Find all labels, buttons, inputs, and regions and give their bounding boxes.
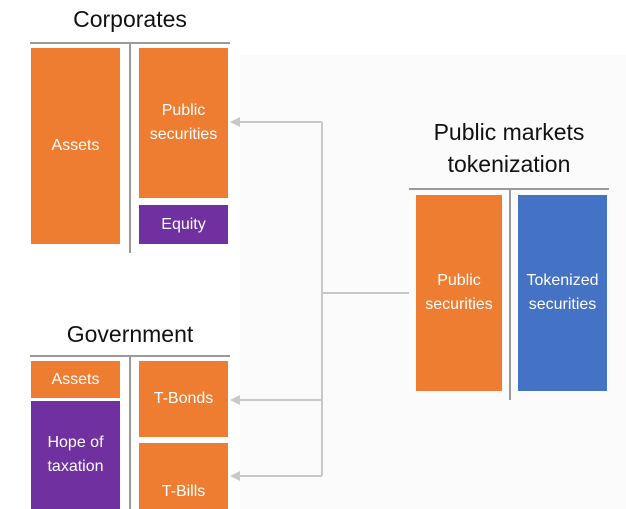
- corporates-assets-block: Assets: [31, 48, 120, 244]
- government-title: Government: [66, 321, 194, 347]
- government-hope-of-taxation-block: Hope of taxation: [31, 401, 120, 509]
- government-assets-block: Assets: [31, 361, 120, 398]
- government-divider-vertical: [129, 355, 131, 509]
- corporates-title: Corporates: [73, 6, 187, 32]
- corporates-divider-vertical: [129, 42, 131, 253]
- tokenization-public-securities-block: Public securities: [416, 195, 502, 391]
- tokenization-tokenized-securities-block: Tokenized securities: [518, 195, 607, 391]
- corporates-equity-block: Equity: [139, 205, 228, 244]
- corporates-public-securities-block: Public securities: [139, 48, 228, 198]
- tokenization-divider-vertical: [509, 188, 511, 400]
- tokenization-title: Public markets tokenization: [433, 119, 585, 177]
- government-tbills-block: T-Bills: [139, 443, 228, 509]
- government-tbonds-block: T-Bonds: [139, 361, 228, 437]
